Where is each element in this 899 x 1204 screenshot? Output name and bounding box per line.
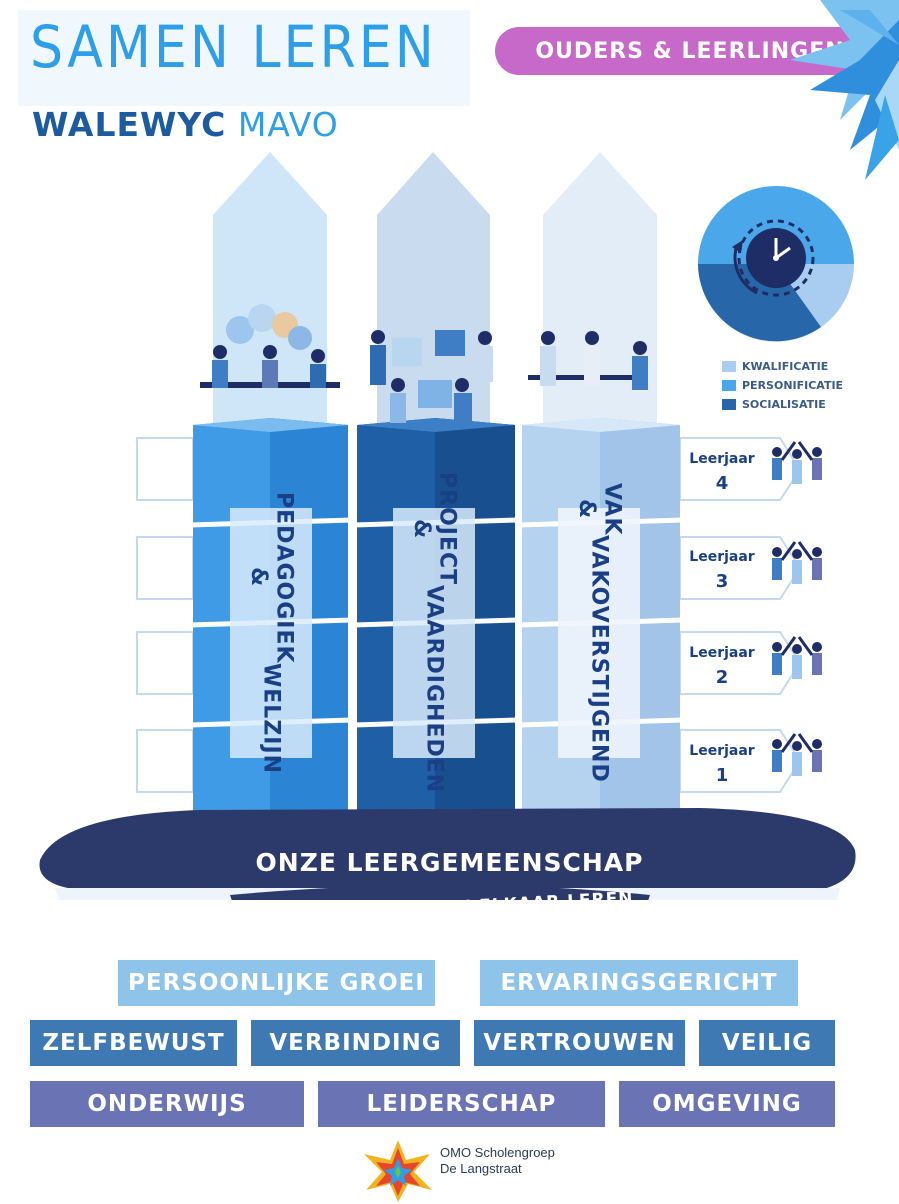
column-label-line: VAK & <box>574 482 625 536</box>
legend-label: KWALIFICATIE <box>742 360 829 373</box>
high-five-icon <box>772 636 822 679</box>
omo-logo-icon <box>364 1140 432 1202</box>
legend-swatch-personificatie <box>722 380 736 391</box>
legend-swatch-socialisatie <box>722 399 736 410</box>
legend-label: SOCIALISATIE <box>742 398 826 411</box>
column-label-line: VAARDIGHEDEN <box>421 585 447 794</box>
year-label-3: Leerjaar 3 <box>682 546 762 597</box>
legend-item-personificatie: PERSONIFICATIE <box>722 379 843 392</box>
column-label-pedagogiek: PEDAGOGIEK & WELZIJN <box>236 492 306 775</box>
organization-name: OMO Scholengroep De Langstraat <box>440 1145 555 1178</box>
year-number: 1 <box>715 765 729 787</box>
school-name-part2: MAVO <box>237 105 339 144</box>
column-label-project: PROJECT & VAARDIGHEDEN <box>399 472 469 793</box>
title-background <box>18 10 470 106</box>
organization-name-line1: OMO Scholengroep <box>440 1145 555 1160</box>
high-five-icon <box>772 733 822 776</box>
band-leiderschap: LEIDERSCHAP <box>318 1081 605 1127</box>
year-number: 4 <box>715 473 729 495</box>
year-label-text: Leerjaar <box>689 743 755 759</box>
band-omgeving: OMGEVING <box>619 1081 835 1127</box>
star-decoration-icon <box>790 0 899 180</box>
legend-swatch-kwalificatie <box>722 361 736 372</box>
legend-label: PERSONIFICATIE <box>742 379 844 392</box>
year-label-text: Leerjaar <box>689 549 755 565</box>
band-veilig: VEILIG <box>699 1020 835 1066</box>
legend-item-kwalificatie: KWALIFICATIE <box>722 360 828 373</box>
school-name: WALEWYC MAVO <box>32 108 339 141</box>
year-number: 2 <box>715 667 729 689</box>
year-label-2: Leerjaar 2 <box>682 642 762 693</box>
column-label-vak: VAK & VAKOVERSTIJGEND <box>564 483 634 783</box>
band-ervaringsgericht: ERVARINGSGERICHT <box>480 960 798 1006</box>
foundation-title: ONZE LEERGEMEENSCHAP <box>255 848 644 877</box>
legend-item-socialisatie: SOCIALISATIE <box>722 398 826 411</box>
organization-name-line2: De Langstraat <box>440 1161 522 1177</box>
column-label-line: VAKOVERSTIJGEND <box>586 535 612 784</box>
column-label-line: PEDAGOGIEK & <box>246 491 297 664</box>
band-verbinding: VERBINDING <box>251 1020 460 1066</box>
year-label-text: Leerjaar <box>689 451 755 467</box>
year-label-text: Leerjaar <box>689 645 755 661</box>
column-label-line: PROJECT & <box>409 472 460 586</box>
pillars-illustration <box>39 152 856 900</box>
school-name-part1: WALEWYC <box>32 105 227 144</box>
year-number: 3 <box>715 571 729 593</box>
high-five-icon <box>772 441 822 484</box>
year-label-1: Leerjaar 1 <box>682 740 762 791</box>
year-label-4: Leerjaar 4 <box>682 448 762 499</box>
band-onderwijs: ONDERWIJS <box>30 1081 304 1127</box>
band-zelfbewust: ZELFBEWUST <box>30 1020 237 1066</box>
band-persoonlijke-groei: PERSOONLIJKE GROEI <box>118 960 435 1006</box>
column-label-line: WELZIJN <box>258 663 284 775</box>
band-vertrouwen: VERTROUWEN <box>474 1020 685 1066</box>
high-five-icon <box>772 541 822 584</box>
page-title: SAMEN LEREN <box>30 13 437 81</box>
cycle-clock-diagram <box>698 186 854 342</box>
